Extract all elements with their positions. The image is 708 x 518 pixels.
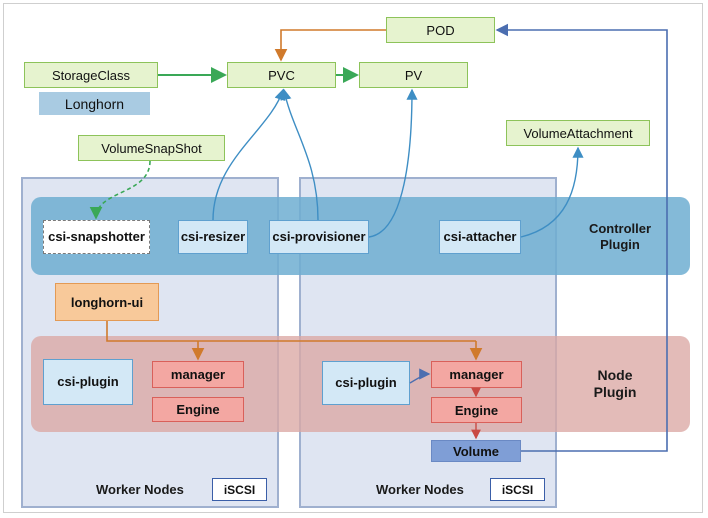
controller-plugin-label: Controller Plugin	[588, 221, 652, 252]
volume-attachment-node: VolumeAttachment	[506, 120, 650, 146]
volume-node: Volume	[431, 440, 521, 462]
longhorn-ui-node: longhorn-ui	[55, 283, 159, 321]
manager-left-node: manager	[152, 361, 244, 388]
engine-left-node: Engine	[152, 397, 244, 422]
manager-right-node: manager	[431, 361, 522, 388]
worker-nodes-label-left: Worker Nodes	[96, 482, 184, 497]
pod-node: POD	[386, 17, 495, 43]
node-plugin-label: Node Plugin	[593, 367, 637, 400]
volume-snapshot-node: VolumeSnapShot	[78, 135, 225, 161]
engine-right-node: Engine	[431, 397, 522, 423]
storage-class-node: StorageClass	[24, 62, 158, 88]
longhorn-node: Longhorn	[39, 92, 150, 115]
csi-provisioner-node: csi-provisioner	[269, 220, 369, 254]
csi-snapshotter-node: csi-snapshotter	[43, 220, 150, 254]
pv-node: PV	[359, 62, 468, 88]
csi-plugin-left-node: csi-plugin	[43, 359, 133, 405]
csi-attacher-node: csi-attacher	[439, 220, 521, 254]
csi-resizer-node: csi-resizer	[178, 220, 248, 254]
pvc-node: PVC	[227, 62, 336, 88]
iscsi-tag-right: iSCSI	[490, 478, 545, 501]
diagram-frame	[3, 3, 703, 513]
worker-nodes-label-right: Worker Nodes	[376, 482, 464, 497]
iscsi-tag-left: iSCSI	[212, 478, 267, 501]
csi-plugin-right-node: csi-plugin	[322, 361, 410, 405]
